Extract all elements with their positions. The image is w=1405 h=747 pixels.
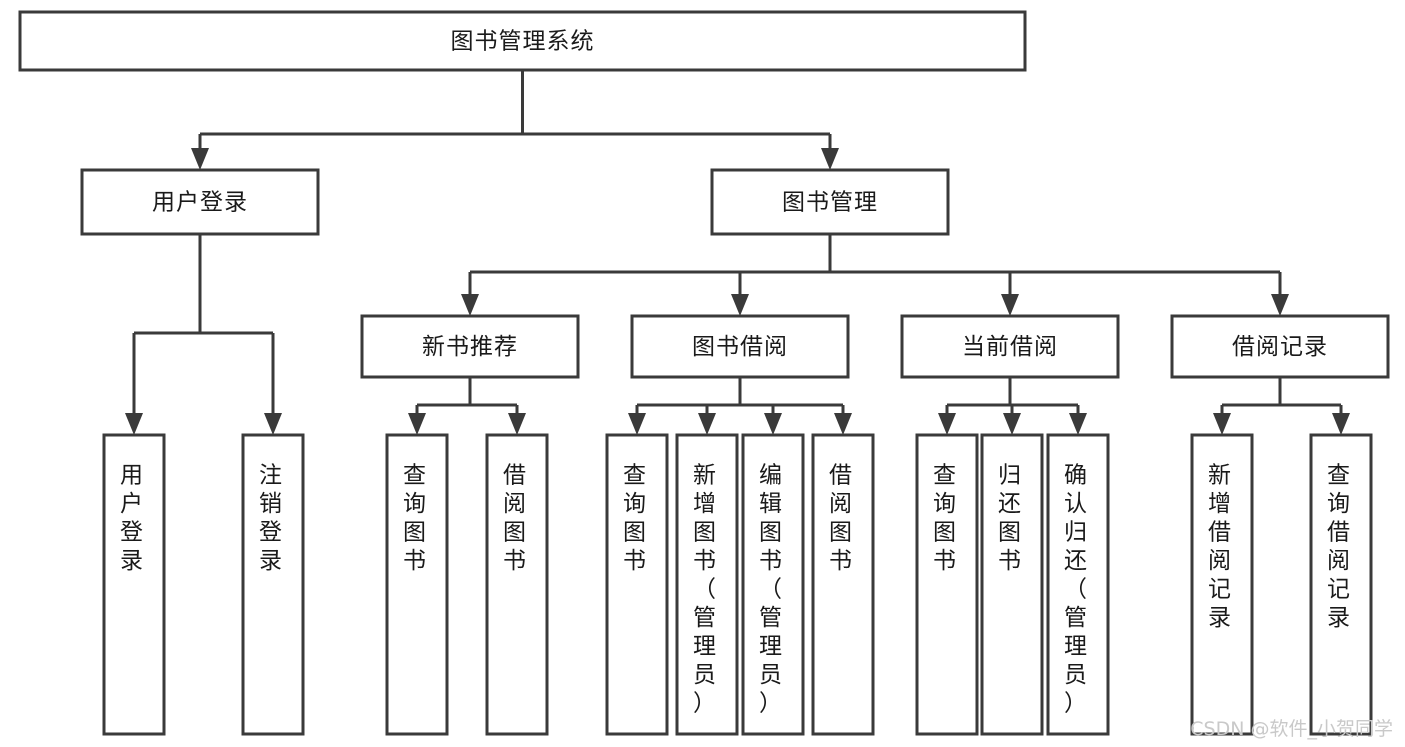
node-label-leaf-add-book-admin: 新增图书（管理员） [693,462,721,716]
connector-recommend-to-leaves [408,377,526,435]
diagram-nodes: 图书管理系统用户登录图书管理新书推荐图书借阅当前借阅借阅记录用户登录注销登录查询… [18,10,1390,736]
connector-root-to-level1 [191,70,839,170]
node-label-borrow-record: 借阅记录 [1232,334,1328,360]
node-leaf-edit-book-admin[interactable]: 编辑图书（管理员） [741,433,805,736]
connector-bookmgmt-to-level2 [461,234,1289,316]
node-box-borrow-record [1170,314,1390,379]
node-leaf-confirm-return-admin[interactable]: 确认归还（管理员） [1046,433,1110,736]
node-box-leaf-add-book-admin [675,433,739,736]
node-leaf-add-book-admin[interactable]: 新增图书（管理员） [675,433,739,736]
node-label-leaf-borrow-book: 借阅图书 [829,462,857,574]
node-box-book-borrow [630,314,850,379]
connector-userlogin-to-leaves [125,234,282,435]
node-box-current-borrow [900,314,1120,379]
node-label-leaf-query-book-current: 查询图书 [933,462,961,574]
node-box-leaf-user-logout [241,433,305,736]
node-label-new-book-recommend: 新书推荐 [422,334,518,360]
node-borrow-record[interactable]: 借阅记录 [1170,314,1390,379]
node-box-leaf-edit-book-admin [741,433,805,736]
node-root[interactable]: 图书管理系统 [18,10,1027,72]
node-box-leaf-user-login [102,433,166,736]
node-box-root [18,10,1027,72]
node-label-book-borrow: 图书借阅 [692,334,788,360]
node-label-leaf-query-book-borrow: 查询图书 [623,462,651,574]
node-box-leaf-confirm-return-admin [1046,433,1110,736]
node-leaf-add-borrow-record[interactable]: 新增借阅记录 [1190,433,1254,736]
node-box-user-login [80,168,320,236]
node-box-new-book-recommend [360,314,580,379]
connector-current-to-leaves [938,377,1087,435]
node-book-management[interactable]: 图书管理 [710,168,950,236]
connector-record-to-leaves [1213,377,1350,435]
node-label-root: 图书管理系统 [451,29,595,55]
node-leaf-user-login[interactable]: 用户登录 [102,433,166,736]
node-leaf-borrow-book[interactable]: 借阅图书 [811,433,875,736]
node-leaf-return-book[interactable]: 归还图书 [980,433,1044,736]
node-book-borrow[interactable]: 图书借阅 [630,314,850,379]
connector-edges [125,70,1350,435]
node-box-book-management [710,168,950,236]
connector-borrow-to-leaves [628,377,852,435]
node-leaf-query-borrow-record[interactable]: 查询借阅记录 [1309,433,1373,736]
node-user-login[interactable]: 用户登录 [80,168,320,236]
node-box-leaf-return-book [980,433,1044,736]
node-box-leaf-add-borrow-record [1190,433,1254,736]
node-label-user-login: 用户登录 [152,190,248,216]
node-box-leaf-query-borrow-record [1309,433,1373,736]
csdn-watermark: CSDN @软件_小贺同学 [1190,718,1393,740]
node-box-leaf-borrow-book-recommend [485,433,549,736]
node-label-leaf-query-book-recommend: 查询图书 [403,462,431,574]
node-label-current-borrow: 当前借阅 [962,334,1058,360]
node-box-leaf-query-book-borrow [605,433,669,736]
node-label-leaf-return-book: 归还图书 [998,462,1026,574]
node-label-leaf-borrow-book-recommend: 借阅图书 [503,462,531,574]
node-leaf-query-book-current[interactable]: 查询图书 [915,433,979,736]
node-box-leaf-query-book-current [915,433,979,736]
node-leaf-query-book-recommend[interactable]: 查询图书 [385,433,449,736]
node-box-leaf-query-book-recommend [385,433,449,736]
node-label-book-management: 图书管理 [782,190,878,216]
node-label-leaf-add-borrow-record: 新增借阅记录 [1208,462,1236,631]
node-label-leaf-confirm-return-admin: 确认归还（管理员） [1064,462,1092,716]
node-label-leaf-user-login: 用户登录 [120,462,148,574]
node-leaf-query-book-borrow[interactable]: 查询图书 [605,433,669,736]
node-leaf-user-logout[interactable]: 注销登录 [241,433,305,736]
node-label-leaf-user-logout: 注销登录 [259,462,287,574]
node-label-leaf-edit-book-admin: 编辑图书（管理员） [759,462,787,716]
node-label-leaf-query-borrow-record: 查询借阅记录 [1327,462,1355,631]
node-current-borrow[interactable]: 当前借阅 [900,314,1120,379]
node-leaf-borrow-book-recommend[interactable]: 借阅图书 [485,433,549,736]
node-box-leaf-borrow-book [811,433,875,736]
node-new-book-recommend[interactable]: 新书推荐 [360,314,580,379]
